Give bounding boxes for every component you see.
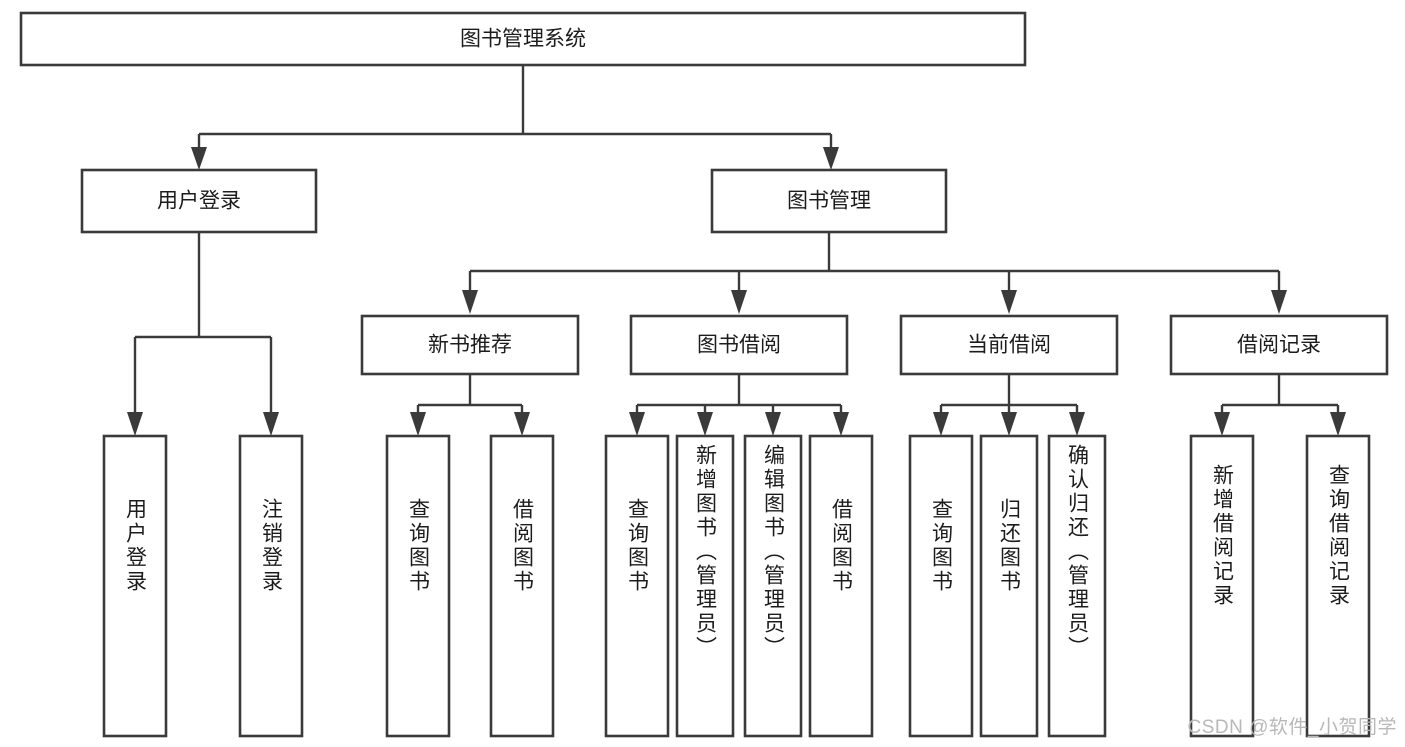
node-new-book-recommend-box — [360, 314, 580, 376]
leaf-query-book-1-box[interactable] — [385, 434, 451, 738]
leaf-add-borrow-record-box[interactable] — [1189, 434, 1255, 738]
node-book-borrow[interactable]: 图书借阅 — [629, 314, 849, 376]
node-current-borrow-box — [899, 314, 1119, 376]
node-root-label: 图书管理系统 — [460, 28, 586, 51]
node-new-book-recommend-label: 新书推荐 — [428, 334, 512, 357]
leaf-user-login-box[interactable] — [102, 434, 168, 738]
node-user-login-box — [80, 168, 318, 234]
node-root-box — [19, 11, 1027, 67]
leaf-add-book-admin-box[interactable] — [675, 434, 735, 738]
leaf-edit-book-admin-box[interactable] — [743, 434, 803, 738]
arrow-head-to-book-management — [823, 147, 839, 170]
leaf-user-logout-box[interactable] — [238, 434, 304, 738]
node-new-book-recommend[interactable]: 新书推荐 — [360, 314, 580, 376]
leaf-return-book-box[interactable] — [979, 434, 1039, 738]
connector-root-to-level2 — [191, 65, 839, 170]
connector-user-login-to-leaves — [127, 232, 279, 436]
csdn-watermark: CSDN @软件_小贺同学 — [1187, 717, 1397, 738]
leaf-borrow-book-2-box[interactable] — [808, 434, 874, 738]
node-user-login-label: 用户登录 — [157, 190, 241, 213]
node-book-management[interactable]: 图书管理 — [710, 168, 948, 234]
node-current-borrow[interactable]: 当前借阅 — [899, 314, 1119, 376]
connector-current-borrow-to-leaves — [933, 374, 1085, 436]
node-current-borrow-label: 当前借阅 — [967, 334, 1051, 357]
connector-new-book-recommend-to-leaves — [410, 374, 530, 436]
node-user-login[interactable]: 用户登录 — [80, 168, 318, 234]
connector-book-borrow-to-leaves — [629, 374, 849, 436]
leaf-query-book-2-box[interactable] — [604, 434, 670, 738]
leaf-query-borrow-record-box[interactable] — [1305, 434, 1371, 738]
arrow-head-to-user-login — [191, 147, 207, 170]
leaf-query-book-3-box[interactable] — [908, 434, 974, 738]
leaf-borrow-book-1-box[interactable] — [489, 434, 555, 738]
node-root-library-system[interactable]: 图书管理系统 — [19, 11, 1027, 67]
connector-borrow-records-to-leaves — [1214, 374, 1346, 436]
node-book-management-label: 图书管理 — [787, 190, 871, 213]
node-book-borrow-label: 图书借阅 — [697, 334, 781, 357]
node-borrow-records[interactable]: 借阅记录 — [1169, 314, 1389, 376]
connector-book-management-to-level3 — [462, 232, 1287, 314]
node-borrow-records-label: 借阅记录 — [1237, 334, 1321, 357]
leaf-confirm-return-admin-box[interactable] — [1047, 434, 1107, 738]
